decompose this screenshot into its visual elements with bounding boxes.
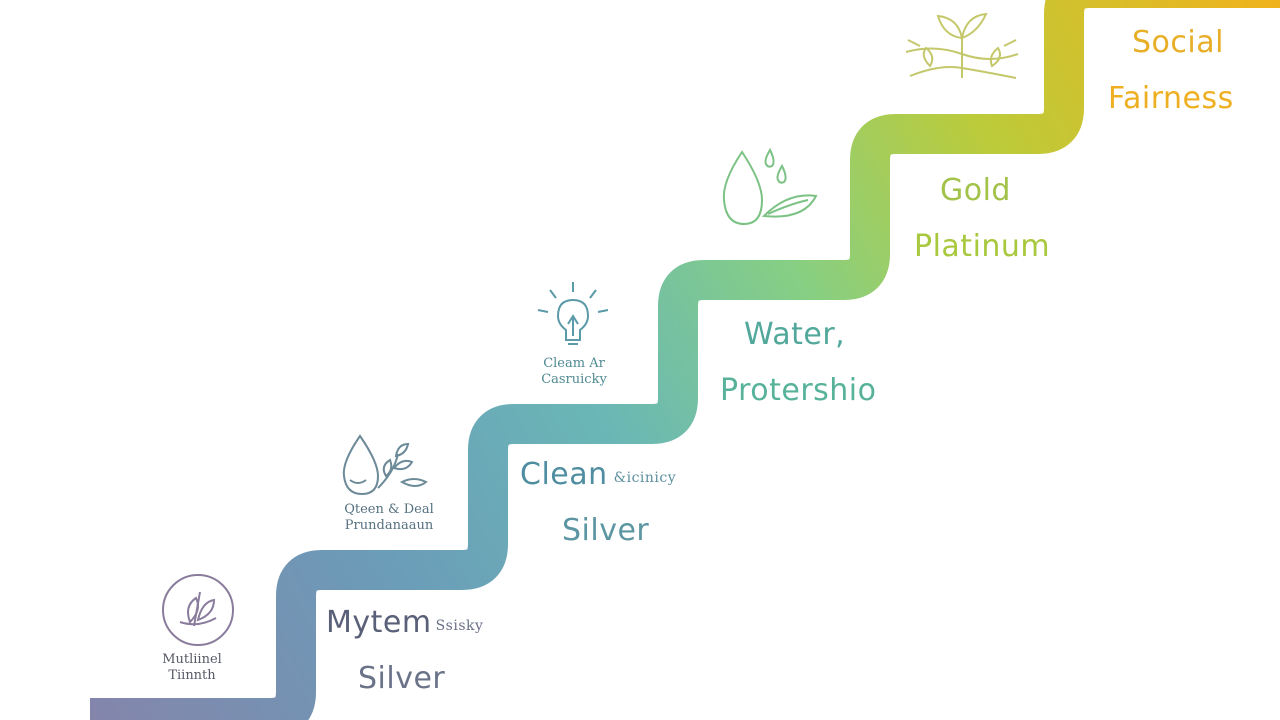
step-3-caption-line-1: Cleam Ar <box>543 356 605 371</box>
step-3-title: Water, <box>744 317 846 352</box>
water-drop-leaf-icon <box>718 146 822 230</box>
step-3-subtitle: Protershio <box>720 373 877 408</box>
step-3-caption-line-2: Casruicky <box>541 372 607 387</box>
step-2-subtitle: Silver <box>562 513 650 548</box>
step-3-caption: Cleam Ar Casruicky <box>516 356 632 388</box>
step-5-subtitle: Fairness <box>1108 81 1234 116</box>
step-1-subtitle: Silver <box>358 661 446 696</box>
plant-sprout-icon <box>900 8 1024 84</box>
leaf-circle-icon <box>156 572 240 648</box>
step-1-title-suffix: Ssisky <box>435 618 484 634</box>
step-5-title: Social <box>1132 25 1224 60</box>
staircase-band <box>90 0 1280 720</box>
step-2-caption-line-1: Qteen & Deal <box>344 502 434 517</box>
step-1-caption: Mutliinel Tiinnth <box>136 652 248 684</box>
step-2-caption: Qteen & Deal Prundanaaun <box>326 502 452 534</box>
step-1-caption-line-2: Tiinnth <box>168 668 216 683</box>
step-4-title: Gold <box>940 173 1011 208</box>
step-1-caption-line-1: Mutliinel <box>162 652 222 667</box>
step-2-title: Clean <box>520 457 608 492</box>
water-drop-leaves-icon <box>336 432 436 498</box>
step-1-title: Mytem <box>326 605 432 640</box>
step-2-title-line-1: Clean&icinicy <box>520 457 676 497</box>
light-bulb-icon <box>530 278 616 352</box>
step-2-title-suffix: &icinicy <box>613 470 677 486</box>
step-4-subtitle: Platinum <box>914 229 1051 264</box>
step-2-caption-line-2: Prundanaaun <box>344 518 434 533</box>
